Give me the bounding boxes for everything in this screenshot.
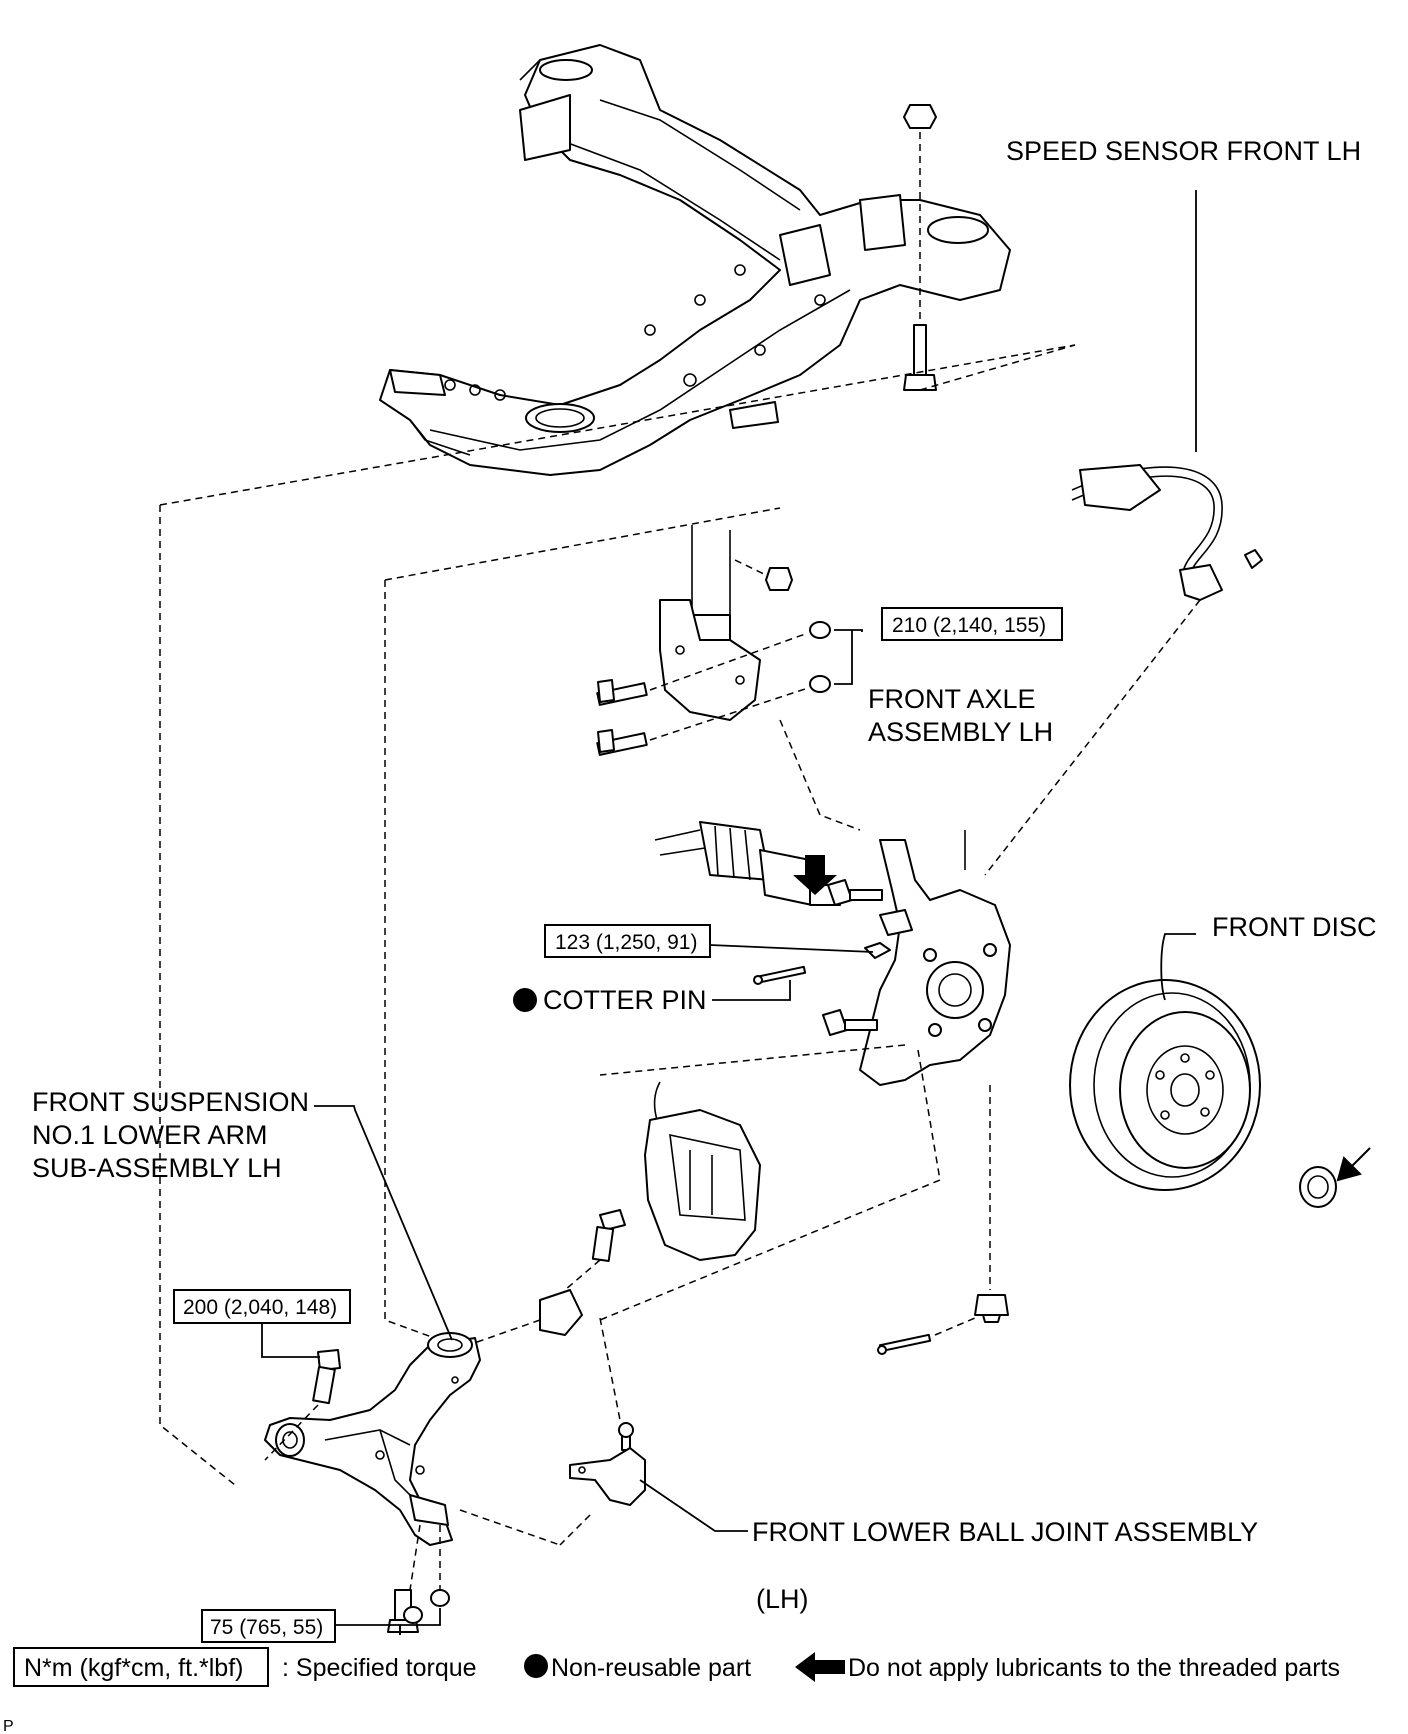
- lower-arm-bolt-torque-box: 200 (2,040, 148): [173, 1289, 351, 1324]
- cotter-pin-upper: [753, 942, 891, 985]
- caliper-bolt-and-bushing: [459, 1209, 626, 1349]
- front-disc-label: FRONT DISC: [1212, 912, 1377, 942]
- lower-arm-label-line2: NO.1 LOWER ARM: [32, 1120, 268, 1150]
- lower-arm-label-line3: SUB-ASSEMBLY LH: [32, 1153, 282, 1183]
- lh-note-label: (LH): [756, 1584, 809, 1614]
- steering-knuckle: [779, 719, 1011, 1086]
- front-axle-label-line2: ASSEMBLY LH: [868, 717, 1053, 747]
- knuckle-bolts: [599, 879, 941, 1321]
- brake-caliper: [644, 1081, 761, 1261]
- crossmember-mount-hardware: [903, 104, 937, 391]
- figure-code: P: [3, 1718, 14, 1734]
- speed-sensor: [984, 190, 1263, 876]
- ball-joint-label: FRONT LOWER BALL JOINT ASSEMBLY: [752, 1517, 1258, 1547]
- filled-circle-icon: [524, 1654, 548, 1678]
- suspension-crossmember: [379, 44, 1011, 476]
- lower-arm-rear-torque-box: 75 (765, 55): [201, 1609, 336, 1643]
- hub-nut: [1299, 1147, 1371, 1208]
- strut-bolts: [596, 621, 863, 756]
- legend: N*m (kgf*cm, ft.*lbf) : Specified torque…: [13, 1647, 1340, 1687]
- legend-nonreusable-desc: Non-reusable part: [551, 1654, 751, 1682]
- ball-joint: [459, 1317, 646, 1546]
- strut-torque-value: 210 (2,140, 155): [892, 614, 1046, 637]
- lower-arm-rear-torque-value: 75 (765, 55): [210, 1616, 323, 1639]
- cotter-pin-label: COTTER PIN: [543, 985, 707, 1015]
- legend-no-lube-desc: Do not apply lubricants to the threaded …: [848, 1654, 1340, 1682]
- lower-arm-front-bolt: [264, 1349, 341, 1461]
- strut-torque-box: 210 (2,140, 155): [881, 607, 1063, 641]
- lower-arm-label-line1: FRONT SUSPENSION: [32, 1087, 309, 1117]
- legend-torque-desc: : Specified torque: [282, 1654, 477, 1682]
- tie-rod-torque-value: 123 (1,250, 91): [555, 931, 697, 954]
- front-disc: [1069, 979, 1261, 1191]
- speed-sensor-label: SPEED SENSOR FRONT LH: [1006, 136, 1361, 166]
- shock-absorber: [659, 525, 793, 721]
- legend-torque-unit: N*m (kgf*cm, ft.*lbf): [24, 1654, 243, 1682]
- lower-arm-bolt-torque-value: 200 (2,040, 148): [183, 1296, 337, 1319]
- leader-lines: [261, 933, 1196, 1635]
- lower-arm: [264, 1332, 481, 1546]
- black-arrow-icon: [795, 1652, 845, 1682]
- front-axle-label-line1: FRONT AXLE: [868, 684, 1036, 714]
- cotter-pin-nonreusable-icon: [513, 988, 537, 1012]
- crossmember-alignment-lines: [159, 344, 1076, 1486]
- drive-shaft: [654, 821, 841, 906]
- tie-rod-torque-box: 123 (1,250, 91): [544, 924, 711, 958]
- lower-arm-rear-hardware: [387, 1524, 450, 1633]
- ball-joint-nut-and-pin: [877, 1085, 1009, 1355]
